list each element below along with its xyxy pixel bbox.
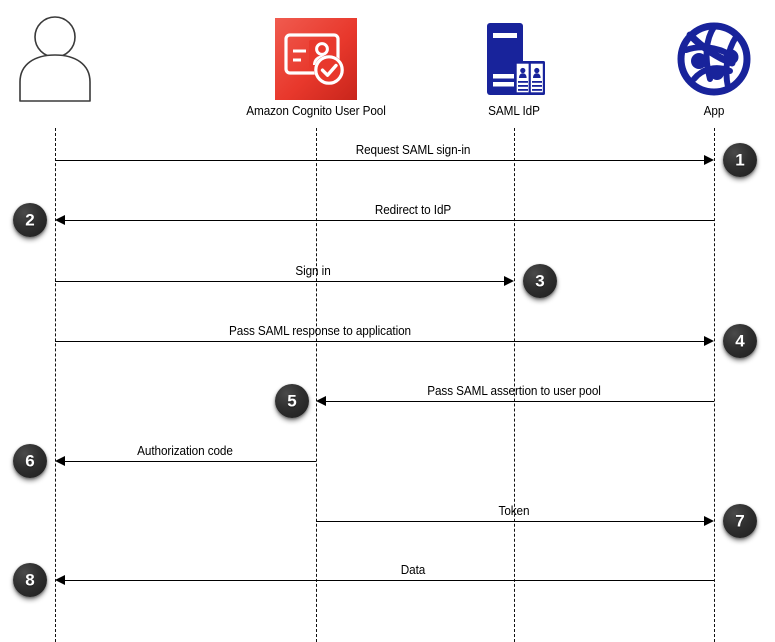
message-label-1: Request SAML sign-in [355,143,471,157]
step-badge-5-number: 5 [287,391,297,410]
message-line-3 [55,281,504,282]
message-line-8 [65,580,714,581]
step-badge-7: 7 [723,504,757,538]
actor-user[interactable] [0,14,130,104]
message-arrowhead-4 [704,336,714,346]
step-badge-2: 2 [13,203,47,237]
message-label-6: Authorization code [137,444,233,458]
lifeline-user [55,128,56,642]
step-badge-8: 8 [13,563,47,597]
message-arrowhead-6 [55,456,65,466]
message-label-2: Redirect to IdP [374,203,452,217]
step-badge-3-number: 3 [535,271,545,290]
message-line-4 [55,341,704,342]
actor-label-cognito: Amazon Cognito User Pool [246,104,386,118]
lifeline-saml-idp [514,128,515,642]
step-badge-6-number: 6 [25,451,35,470]
message-label-5: Pass SAML assertion to user pool [427,384,601,398]
saml-idp-server-icon [439,14,589,104]
step-badge-7-number: 7 [735,511,745,530]
step-badge-8-number: 8 [25,570,35,589]
message-arrowhead-8 [55,575,65,585]
actor-label-saml-idp: SAML IdP [488,104,540,118]
message-label-7: Token [498,504,530,518]
step-badge-4: 4 [723,324,757,358]
actor-label-app: App [703,104,725,118]
lifeline-cognito [316,128,317,642]
message-label-3: Sign in [295,264,331,278]
message-line-7 [316,521,704,522]
lifeline-app [714,128,715,642]
message-label-4: Pass SAML response to application [229,324,411,338]
message-line-6 [65,461,316,462]
step-badge-3: 3 [523,264,557,298]
actor-app[interactable]: App [639,14,775,118]
step-badge-1-number: 1 [735,150,745,169]
message-arrowhead-5 [316,396,326,406]
message-line-1 [55,160,704,161]
app-globe-network-icon [639,14,775,104]
step-badge-6: 6 [13,444,47,478]
step-badge-5: 5 [275,384,309,418]
message-label-8: Data [400,563,426,577]
message-line-2 [65,220,714,221]
message-arrowhead-7 [704,516,714,526]
actor-cognito[interactable]: Amazon Cognito User Pool [241,14,391,118]
actor-saml-idp[interactable]: SAML IdP [439,14,589,118]
step-badge-4-number: 4 [735,331,745,350]
step-badge-2-number: 2 [25,210,35,229]
user-actor-icon [0,14,130,104]
message-line-5 [326,401,714,402]
message-arrowhead-1 [704,155,714,165]
step-badge-1: 1 [723,143,757,177]
amazon-cognito-user-pool-icon [241,14,391,104]
message-arrowhead-2 [55,215,65,225]
message-arrowhead-3 [504,276,514,286]
